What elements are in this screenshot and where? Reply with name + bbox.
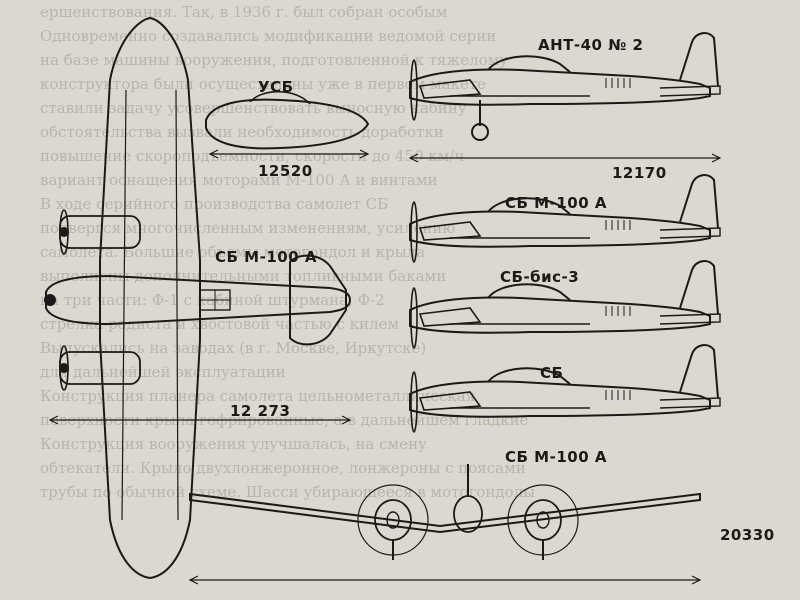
label-side-sb-bis3: СБ-бис-3	[500, 268, 579, 286]
usb-nose-view	[205, 91, 370, 159]
label-side-sb-m100a-1: СБ М-100 А	[505, 194, 607, 212]
dimension-ant40-length: 12170	[612, 164, 667, 182]
dimension-top-length: 12 273	[230, 402, 290, 420]
background-text-line: самолета. Большие объемы мотогондол и кр…	[40, 243, 426, 261]
side-view-sb-m100a-1	[409, 174, 721, 263]
dimension-usb-length: 12520	[258, 162, 313, 180]
front-view	[188, 464, 702, 585]
background-text-line: обтекатели. Крыло двухлонжеронное, лонже…	[40, 459, 526, 477]
background-text-line: Выпускались на заводах (в г. Москве, Ирк…	[40, 339, 427, 357]
background-text-line: стрелка-радиста и хвостовой частью с кил…	[40, 315, 400, 333]
background-text-line: повышение скороподъемности, скорости до …	[40, 147, 465, 165]
top-plan-view	[44, 16, 352, 580]
background-text-line: обстоятельства вызвали необходимость дор…	[40, 123, 444, 141]
label-ant40: АНТ-40 № 2	[538, 36, 643, 54]
label-usb: УСБ	[258, 78, 294, 96]
background-text-line: подвергся многочисленным изменениям, уси…	[40, 219, 456, 237]
background-text-line: конструктора были осуществлены уже в пер…	[40, 75, 487, 93]
background-text-line: на базе машины вооружения, подготовленно…	[40, 51, 509, 69]
side-view-ant40	[409, 32, 721, 141]
background-text-line: ставили задачу усовершенствовать выносну…	[40, 99, 467, 117]
background-text-line: В ходе серийного производства самолет СБ	[40, 195, 389, 213]
label-side-sb: СБ	[540, 364, 563, 382]
label-top-plan: СБ М-100 А	[215, 248, 317, 266]
side-view-sb	[409, 344, 721, 433]
background-text-line: трубы по обычной схеме. Шасси убирающеес…	[40, 483, 536, 501]
background-text-line: вариант оснащения моторами М-100 А и вин…	[40, 171, 438, 189]
background-text-line: Конструкция вооружения улучшалась, на см…	[40, 435, 427, 453]
background-text-line: выполнены дополнительными топливными бак…	[40, 267, 447, 285]
label-side-sb-m100a-2: СБ М-100 А	[505, 448, 607, 466]
dimension-wingspan: 20330	[720, 526, 775, 544]
background-text-line: Конструкция планера самолета цельнометал…	[40, 387, 476, 405]
background-text-line: ершенствования. Так, в 1936 г. был собра…	[40, 3, 448, 21]
background-text-line: Одновременно создавались модификации вед…	[40, 27, 497, 45]
